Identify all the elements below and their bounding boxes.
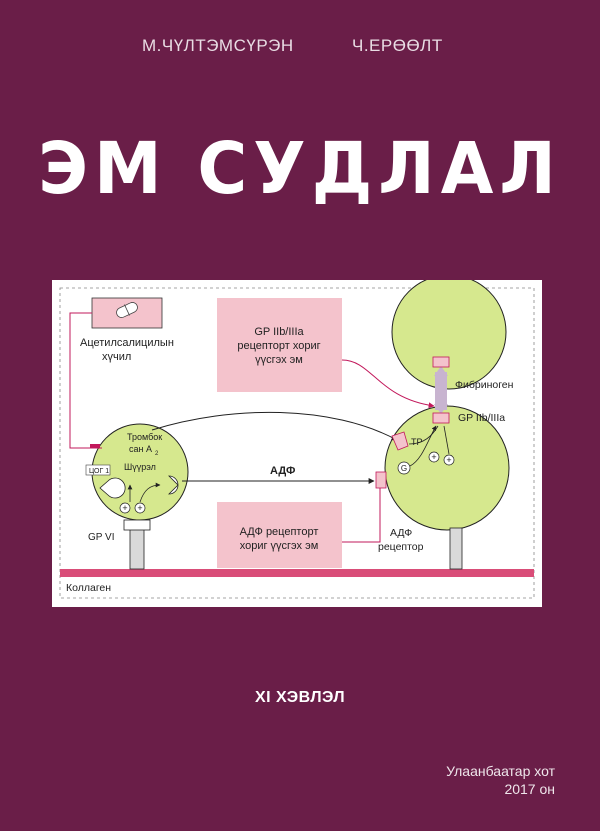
plus-sign: + bbox=[137, 503, 142, 513]
plus-sign: + bbox=[446, 455, 451, 465]
gp6-receptor bbox=[123, 519, 151, 531]
plus-icon bbox=[443, 454, 455, 466]
gp-box-text: рецепторт хориг bbox=[237, 340, 320, 352]
signal-arrow bbox=[408, 425, 439, 445]
adp-receptor bbox=[375, 471, 387, 489]
author-name: Ч.ЕРӨӨЛТ bbox=[352, 36, 443, 55]
thromboxane-arrow bbox=[151, 411, 398, 441]
edition-label: XI ХЭВЛЭЛ bbox=[254, 689, 346, 706]
g-label: G bbox=[401, 464, 407, 473]
thromboxane-sub: 2 bbox=[155, 451, 159, 457]
secretion-vesicle bbox=[168, 475, 179, 495]
gp-receptor-label: GP IIb/IIIa bbox=[458, 412, 505, 424]
gp-box-text: үүсгэх эм bbox=[255, 354, 303, 366]
adp-receptor-label: АДФ bbox=[390, 527, 412, 539]
g-protein-icon bbox=[397, 461, 411, 475]
thromboxane-label: Тромбок bbox=[127, 432, 162, 442]
plus-icon bbox=[119, 502, 131, 514]
bridge-tip bbox=[434, 404, 448, 414]
fibrinogen-bridge bbox=[435, 372, 447, 410]
gp6-label: GP VI bbox=[88, 532, 115, 543]
plus-icon bbox=[428, 451, 440, 463]
bridge-tip bbox=[434, 366, 448, 376]
gp-receptor-top bbox=[432, 356, 450, 368]
adp-box-text: хориг үүсгэх эм bbox=[240, 540, 319, 552]
cox-box bbox=[85, 464, 111, 476]
gp-inhibitor-box bbox=[217, 298, 342, 392]
cox-block bbox=[90, 444, 100, 448]
right-stalk bbox=[449, 527, 463, 570]
tp-receptor bbox=[391, 431, 409, 451]
frame bbox=[59, 287, 535, 599]
platelet-top bbox=[391, 280, 507, 390]
gp6-stalk bbox=[129, 527, 145, 570]
aspirin-label: Ацетилсалицилын bbox=[80, 337, 174, 349]
cox-enzyme bbox=[99, 477, 126, 499]
book-title: ЭМ СУДЛАЛ bbox=[38, 128, 562, 211]
gp-receptor bbox=[432, 412, 450, 424]
platelet-diagram: Ацетилсалицилын хүчил GP IIb/IIIa рецепт… bbox=[52, 280, 542, 607]
adp-block-path bbox=[342, 475, 383, 543]
author-name: М.ЧҮЛТЭМСҮРЭН bbox=[142, 36, 294, 55]
adp-inhibitor-box bbox=[217, 502, 342, 568]
fibrinogen-label: Фибриноген bbox=[455, 379, 514, 391]
adp-receptor-label: рецептор bbox=[378, 541, 424, 553]
collagen-label: Коллаген bbox=[66, 582, 111, 594]
adp-label: АДФ bbox=[270, 465, 295, 477]
tp-label: TP bbox=[411, 437, 423, 447]
collagen-bar bbox=[60, 569, 534, 577]
adp-box-text: АДФ рецепторт bbox=[240, 526, 319, 538]
plus-sign: + bbox=[122, 503, 127, 513]
signal-arrow bbox=[443, 425, 450, 455]
pill-icon bbox=[116, 302, 138, 318]
publication-info: Улаанбаатар хот 2017 он bbox=[425, 762, 555, 798]
activation-arrow bbox=[139, 482, 161, 503]
thromboxane-label: сан A bbox=[129, 444, 152, 454]
signal-arrow bbox=[409, 425, 437, 467]
cox-label: ЦОГ 1 bbox=[89, 468, 109, 475]
gp-box-text: GP IIb/IIIa bbox=[254, 326, 304, 338]
plus-sign: + bbox=[431, 452, 436, 462]
aspirin-path bbox=[69, 312, 102, 449]
gp-block-path bbox=[341, 359, 435, 409]
aspirin-label: хүчил bbox=[102, 351, 131, 363]
granule-label: Шүүрэл bbox=[124, 462, 156, 472]
year: 2017 он bbox=[504, 781, 555, 797]
plus-icon bbox=[134, 502, 146, 514]
city: Улаанбаатар хот bbox=[446, 763, 555, 779]
